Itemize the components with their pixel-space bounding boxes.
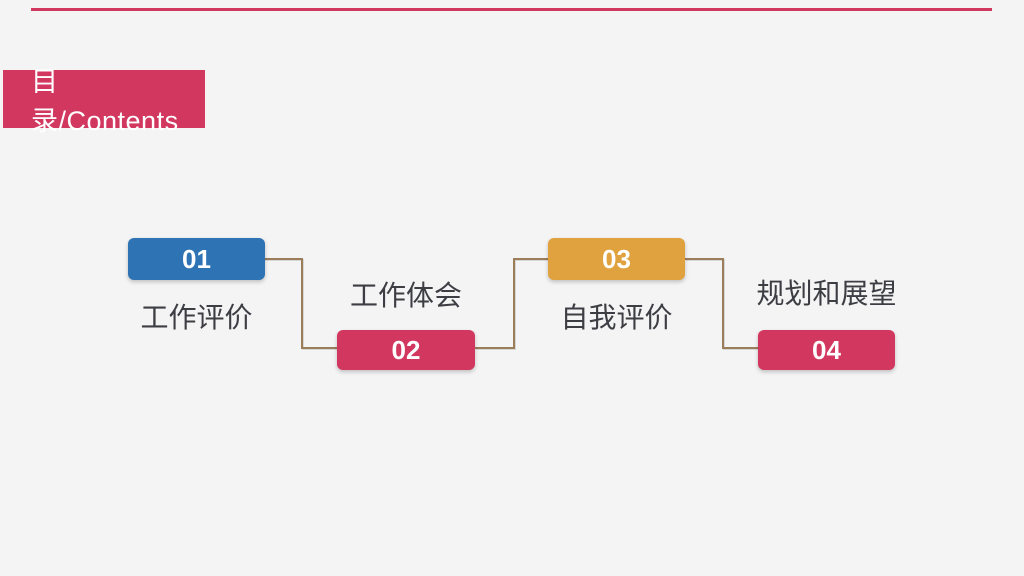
toc-item-01-number: 01	[182, 244, 211, 274]
toc-item-03-box[interactable]: 03	[548, 238, 685, 280]
contents-title-banner: 目录/Contents	[3, 67, 205, 136]
toc-item-04-label: 规划和展望	[756, 278, 897, 309]
contents-title-text: 目录/Contents	[31, 67, 179, 136]
toc-item-04-number: 04	[812, 335, 841, 365]
toc-item-01-label: 工作评价	[140, 302, 253, 333]
top-accent-line	[31, 8, 992, 11]
toc-item-02-label: 工作体会	[349, 280, 462, 311]
toc-item-02-number: 02	[391, 335, 421, 365]
toc-item-01-box[interactable]: 01	[128, 238, 265, 280]
toc-item-04-box[interactable]: 04	[758, 330, 895, 370]
toc-item-02-box[interactable]: 02	[337, 330, 475, 370]
toc-item-03-label: 自我评价	[560, 302, 673, 333]
toc-item-03-number: 03	[602, 244, 631, 274]
